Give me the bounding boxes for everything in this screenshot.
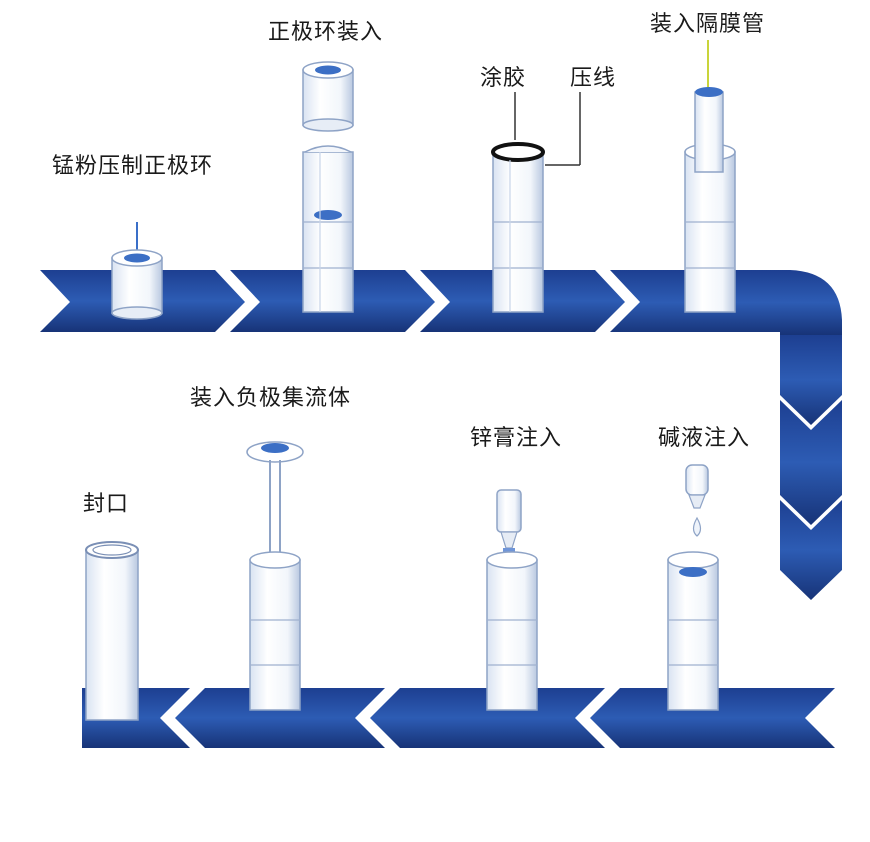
label-step2: 正极环装入 (268, 20, 384, 45)
bottom-conveyor (82, 688, 835, 748)
label-step5: 碱液注入 (658, 426, 751, 451)
label-step7: 装入负极集流体 (190, 386, 352, 411)
step1-positive-ring-graphic (111, 222, 163, 320)
step2-ring-insert-graphic (302, 61, 354, 313)
step3-glue-graphic (491, 92, 581, 313)
step7-collector-graphic (246, 441, 304, 711)
label-step1: 锰粉压制正极环 (52, 154, 214, 179)
label-step4: 装入隔膜管 (650, 12, 766, 37)
label-step3b: 压线 (570, 66, 617, 91)
step6-zinc-graphic (486, 489, 538, 711)
label-step8: 封口 (83, 492, 130, 517)
label-step3a: 涂胶 (480, 66, 527, 91)
step5-electrolyte-graphic (667, 464, 719, 711)
step4-separator-graphic (684, 40, 736, 313)
label-step6: 锌膏注入 (470, 426, 563, 451)
step8-sealed-cell-graphic (85, 541, 139, 721)
right-conveyor (780, 335, 842, 600)
